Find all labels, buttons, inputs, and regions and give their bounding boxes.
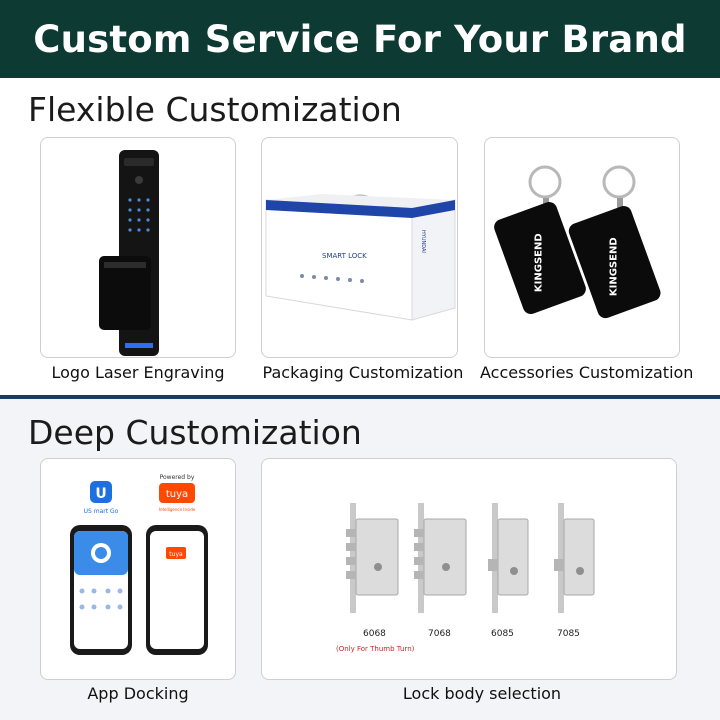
- header-banner: Custom Service For Your Brand: [0, 0, 720, 78]
- app-docking-card: U US mart Go Powered by tuya Intelligenc…: [40, 458, 236, 680]
- tuya-logo: [159, 483, 195, 503]
- svg-text:U: U: [95, 486, 106, 502]
- logo-engraving-card: [40, 137, 236, 358]
- lock-model-7085: 7085: [557, 629, 580, 639]
- usmart-label: US mart Go: [84, 508, 119, 515]
- thumb-turn-note: (Only For Thumb Turn): [336, 645, 415, 653]
- key-tag-brand-1: KINGSEND: [534, 233, 545, 292]
- lock-body-card: 6068 7068 6085 7085 (Only For Thumb Turn…: [261, 458, 677, 680]
- lock-model-6068: 6068: [363, 629, 386, 639]
- lock-body-6068: [346, 503, 399, 613]
- packaging-box-image: SMART LOCK HYUNDAI: [265, 194, 456, 321]
- box-front-text: SMART LOCK: [322, 252, 367, 260]
- box-side-text: HYUNDAI: [420, 230, 426, 253]
- tuya-app-icon-text: tuya: [169, 551, 183, 558]
- smart-lock-image: [99, 150, 159, 356]
- section-divider: [0, 395, 720, 399]
- logo-engraving-caption: Logo Laser Engraving: [51, 363, 225, 382]
- lock-body-6085: [488, 503, 529, 613]
- packaging-card: SMART LOCK HYUNDAI: [261, 137, 458, 358]
- lock-model-6085: 6085: [491, 629, 514, 639]
- page-title: Custom Service For Your Brand: [33, 17, 687, 61]
- packaging-caption: Packaging Customization: [262, 363, 464, 382]
- lock-bodies-image: [346, 503, 595, 613]
- tuya-sub-label: Intelligence Inside: [159, 507, 196, 512]
- key-tags-image: KINGSEND KINGSEND: [494, 165, 661, 319]
- lock-body-7085: [554, 503, 595, 613]
- accessories-card: KINGSEND KINGSEND: [484, 137, 680, 358]
- lock-body-caption: Lock body selection: [402, 684, 562, 703]
- powered-by-label: Powered by: [160, 474, 195, 481]
- lock-model-7068: 7068: [428, 629, 451, 639]
- tuya-app-icon: [166, 547, 186, 559]
- flexible-section-title: Flexible Customization: [28, 90, 402, 129]
- key-tag-brand-2: KINGSEND: [608, 237, 619, 296]
- usmart-icon: [90, 481, 112, 503]
- tuya-logo-text: tuya: [166, 489, 188, 500]
- lock-body-7068: [414, 503, 467, 613]
- app-docking-caption: App Docking: [87, 684, 189, 703]
- app-phones-image: U US mart Go Powered by tuya Intelligenc…: [70, 474, 208, 655]
- deep-section-title: Deep Customization: [28, 413, 362, 452]
- accessories-caption: Accessories Customization: [480, 363, 694, 382]
